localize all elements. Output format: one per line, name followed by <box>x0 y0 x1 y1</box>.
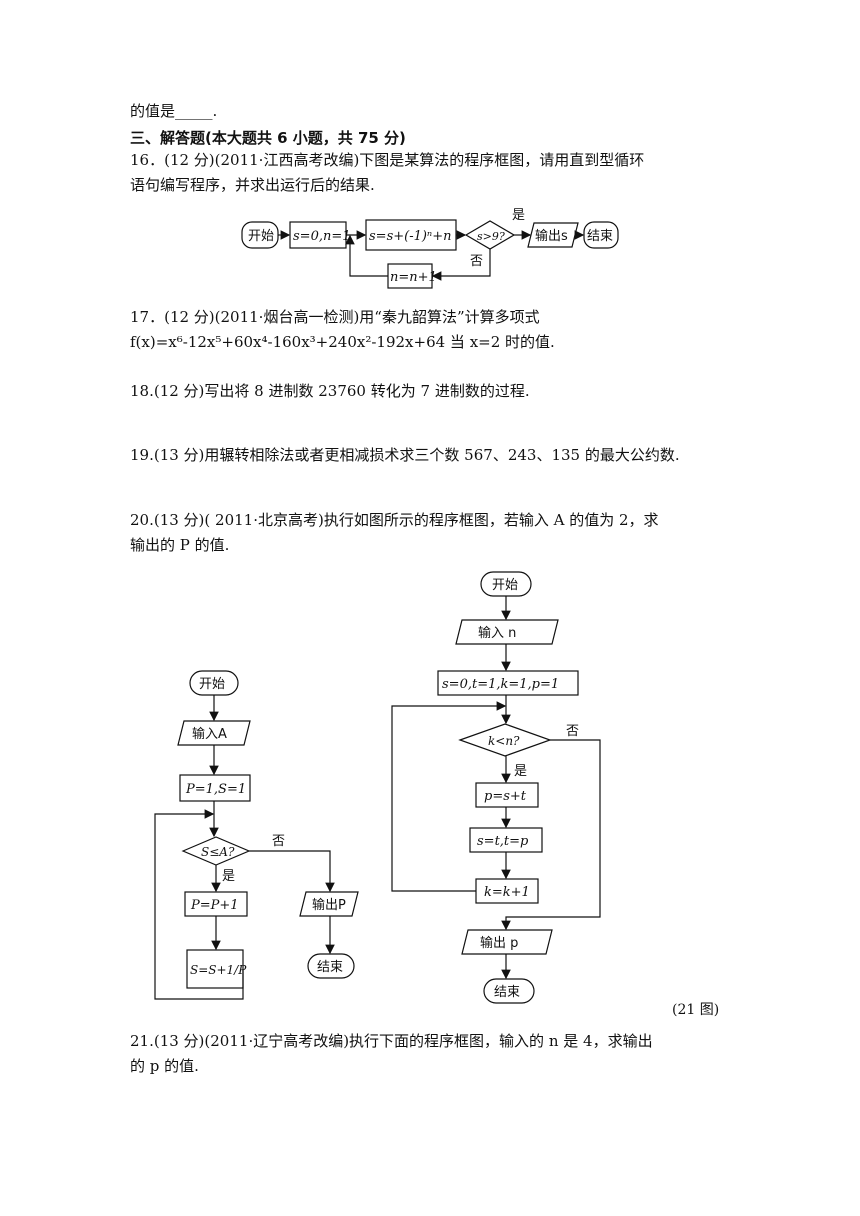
fc16-yes-label: 是 <box>512 208 525 223</box>
fc16-end-label: 结束 <box>587 229 613 244</box>
fc21-yes-label: 是 <box>514 764 527 779</box>
fc21-start-label: 开始 <box>492 578 518 593</box>
fc21-step3-label: k=k+1 <box>484 885 530 900</box>
fc21-step2-label: s=t,t=p <box>477 834 529 849</box>
fc16-output-label: 输出s <box>535 228 568 244</box>
flowchart-21 <box>391 571 601 1004</box>
fc20-end-label: 结束 <box>317 960 343 975</box>
fc20-init-label: P=1,S=1 <box>185 782 246 797</box>
fc20-input-label: 输入A <box>192 726 227 742</box>
question-16-line-1: 16．(12 分)(2011·江西高考改编)下图是某算法的程序框图，请用直到型循… <box>130 151 645 169</box>
fc20-cond-label: S≤A? <box>201 845 235 859</box>
fc20-start-label: 开始 <box>199 677 225 692</box>
question-17-line-1: 17．(12 分)(2011·烟台高一检测)用“秦九韶算法”计算多项式 <box>130 308 540 326</box>
fc20-input-node <box>177 720 251 746</box>
fc21-input-node <box>455 619 559 645</box>
figure-caption-21: (21 图) <box>672 1002 720 1018</box>
fc16-update-label: s=s+(-1)ⁿ+n <box>369 229 451 244</box>
fc21-output-label: 输出 p <box>480 935 518 951</box>
fc20-output-label: 输出P <box>312 897 346 913</box>
flowchart-16 <box>241 219 619 289</box>
fc21-input-label: 输入 n <box>478 625 516 641</box>
fc21-no-label: 否 <box>566 724 579 739</box>
fc20-step1-label: P=P+1 <box>190 898 239 913</box>
fc16-no-label: 否 <box>470 254 483 269</box>
fc16-start-label: 开始 <box>248 229 274 244</box>
question-17-polynomial: f(x)=x⁶-12x⁵+60x⁴-160x³+240x²-192x+64 当 … <box>130 333 555 351</box>
fc16-cond-label: s>9? <box>477 230 505 243</box>
flowchart-20 <box>154 670 359 1000</box>
question-19: 19.(13 分)用辗转相除法或者更相减损术求三个数 567、243、135 的… <box>130 446 680 464</box>
fc20-output-node <box>299 891 359 917</box>
fc16-inc-label: n=n+1 <box>390 270 437 285</box>
fc21-cond-label: k<n? <box>488 734 520 748</box>
fc21-end-label: 结束 <box>494 985 520 1000</box>
question-20-line-2: 输出的 P 的值. <box>130 536 230 554</box>
fc21-step1-label: p=s+t <box>484 789 527 804</box>
question-16-line-2: 语句编写程序，并求出运行后的结果. <box>130 176 375 194</box>
question-21-line-1: 21.(13 分)(2011·辽宁高考改编)执行下面的程序框图，输入的 n 是 … <box>130 1032 653 1050</box>
fc16-init-label: s=0,n=1 <box>293 229 351 244</box>
question-18: 18.(12 分)写出将 8 进制数 23760 转化为 7 进制数的过程. <box>130 382 530 400</box>
question-20-line-1: 20.(13 分)( 2011·北京高考)执行如图所示的程序框图，若输入 A 的… <box>130 511 659 529</box>
answer-blank-line: 的值是_____. <box>130 102 218 120</box>
fc21-init-label: s=0,t=1,k=1,p=1 <box>442 677 559 692</box>
question-21-line-2: 的 p 的值. <box>130 1057 199 1075</box>
section-heading: 三、解答题(本大题共 6 小题，共 75 分) <box>130 129 406 147</box>
fc20-step2-label: S=S+1/P <box>190 963 247 977</box>
fc20-no-label: 否 <box>272 834 285 849</box>
fc21-output-node <box>461 929 553 955</box>
fc20-yes-label: 是 <box>222 869 235 884</box>
